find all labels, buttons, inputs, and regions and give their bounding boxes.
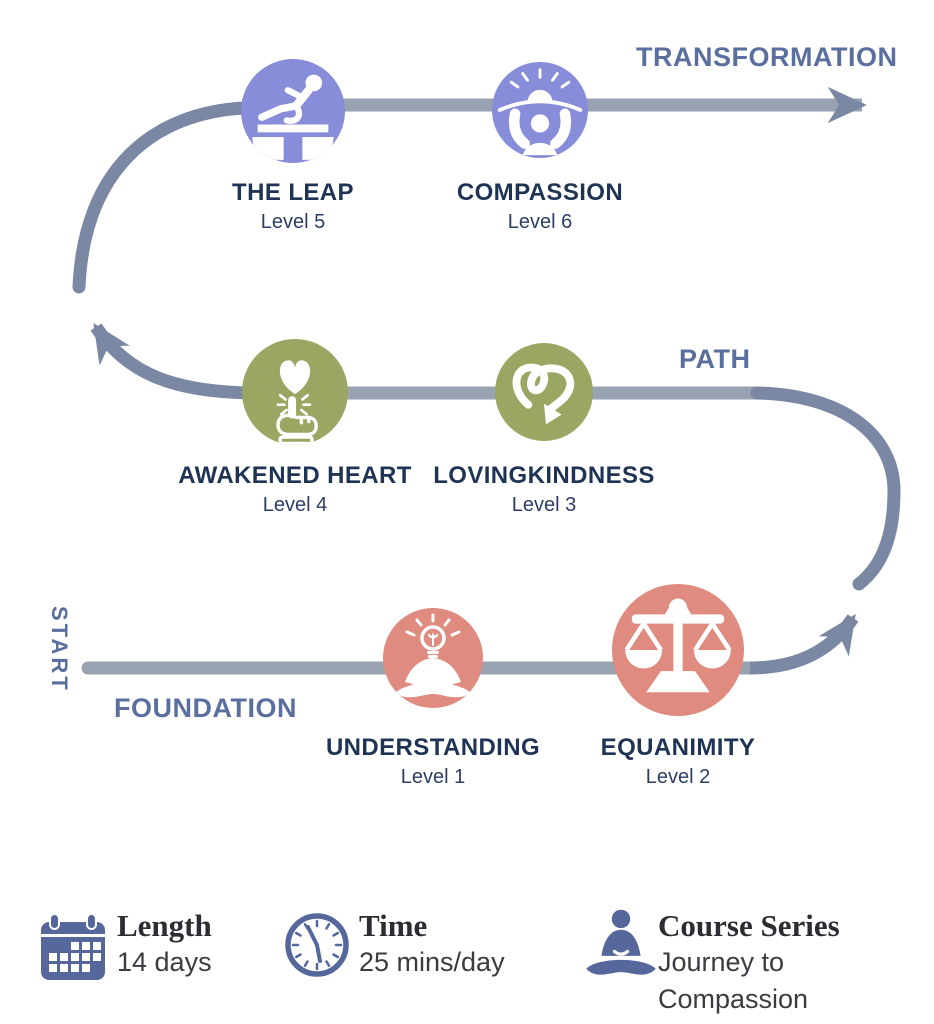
stage-circle-understanding: [383, 608, 483, 708]
stage-name-compassion: COMPASSION: [456, 179, 624, 206]
stage-circle-lovingkindness: [495, 343, 593, 441]
stage-name-understanding: UNDERSTANDING: [325, 734, 541, 761]
section-label-foundation: FOUNDATION: [114, 693, 297, 723]
middle-left-arrow-curve: [90, 322, 253, 400]
hand-touch-heart-icon: [276, 360, 318, 445]
stage-name-lovingkindness: LOVINGKINDNESS: [433, 462, 655, 489]
stage-circle-equanimity: [612, 584, 744, 716]
section-label-transformation: TRANSFORMATION: [636, 42, 898, 72]
meditator-icon: [583, 906, 659, 984]
top-left-curve: [72, 101, 251, 294]
footer-label-course-series: Course Series: [658, 908, 840, 943]
clock-icon: [282, 910, 352, 980]
bottom-right-arrow-curve: [749, 613, 859, 675]
stage-level-5: Level 5: [260, 211, 326, 233]
stage-circle-awakened-heart: [242, 339, 348, 445]
stage-circle-compassion: [492, 62, 588, 158]
stage-name-awakened-heart: AWAKENED HEART: [178, 462, 412, 489]
right-u-turn-curve: [750, 386, 901, 591]
section-label-path: PATH: [679, 344, 751, 374]
footer-label-length: Length: [117, 908, 212, 943]
stage-level-1: Level 1: [400, 766, 466, 788]
section-label-start: START: [47, 606, 72, 693]
stage-level-4: Level 4: [262, 494, 328, 516]
calendar-icon: [38, 912, 108, 984]
stage-level-6: Level 6: [507, 211, 573, 233]
stage-name-the-leap: THE LEAP: [232, 179, 354, 206]
stage-circle-the-leap: [241, 59, 345, 163]
stage-name-equanimity: EQUANIMITY: [600, 734, 756, 761]
sunrise-person-icon: [497, 68, 583, 156]
stage-level-3: Level 3: [511, 494, 577, 516]
footer-label-time: Time: [359, 908, 428, 943]
footer-value-course-series: Journey to Compassion: [658, 947, 809, 1014]
footer-value-time: 25 mins/day: [359, 947, 505, 977]
balance-scale-icon: [624, 598, 732, 693]
heart-loop-arrow-icon: [512, 363, 575, 425]
hurdler-icon: [252, 74, 334, 160]
meditation-insight-icon: [395, 613, 471, 698]
stage-level-2: Level 2: [645, 766, 711, 788]
footer-value-length: 14 days: [117, 947, 212, 977]
